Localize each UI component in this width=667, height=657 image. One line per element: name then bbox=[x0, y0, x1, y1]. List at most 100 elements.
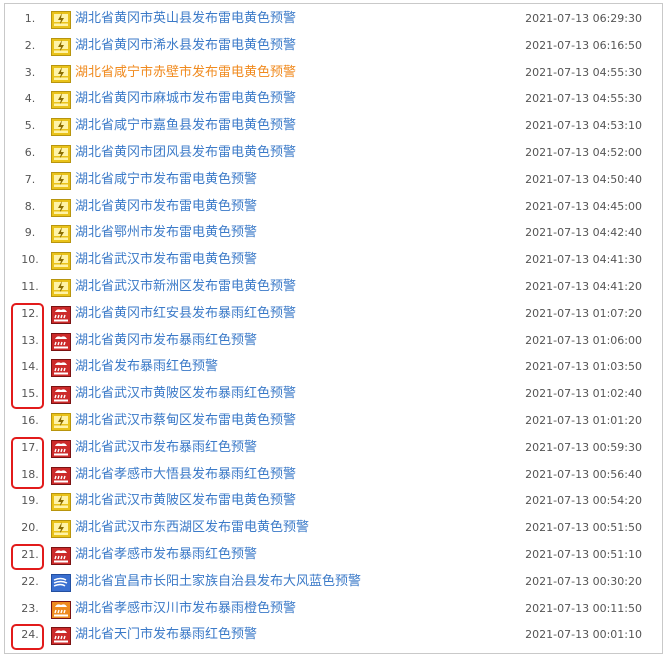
warning-timestamp: 2021-07-13 00:56:40 bbox=[525, 467, 642, 481]
lightning-yellow-icon[interactable] bbox=[51, 278, 71, 297]
warning-row: 23. 湖北省孝感市汉川市发布暴雨橙色预警 2021-07-13 00:11:50 bbox=[5, 597, 662, 624]
warning-title-link[interactable]: 湖北省武汉市蔡甸区发布雷电黄色预警 bbox=[75, 412, 297, 428]
row-number: 9. bbox=[24, 226, 36, 240]
rainstorm-red-icon[interactable] bbox=[51, 305, 71, 324]
warning-title-link[interactable]: 湖北省发布暴雨红色预警 bbox=[75, 359, 219, 375]
warning-title-link[interactable]: 湖北省孝感市发布暴雨红色预警 bbox=[75, 546, 258, 562]
lightning-yellow-icon[interactable] bbox=[51, 171, 71, 190]
row-number: 4. bbox=[24, 92, 36, 106]
warning-row: 24. 湖北省天门市发布暴雨红色预警 2021-07-13 00:01:10 bbox=[5, 623, 662, 650]
warning-title-link[interactable]: 湖北省孝感市汉川市发布暴雨橙色预警 bbox=[75, 600, 297, 616]
warning-title-link[interactable]: 湖北省鄂州市发布雷电黄色预警 bbox=[75, 225, 258, 241]
lightning-yellow-icon[interactable] bbox=[51, 11, 71, 29]
rainstorm-red-icon[interactable] bbox=[51, 466, 71, 485]
row-number: 16. bbox=[21, 413, 39, 427]
row-number: 8. bbox=[24, 199, 36, 213]
warning-title-link[interactable]: 湖北省武汉市黄陂区发布暴雨红色预警 bbox=[75, 386, 297, 402]
warning-title-link[interactable]: 湖北省宜昌市长阳土家族自治县发布大风蓝色预警 bbox=[75, 573, 362, 589]
row-number: 18. bbox=[21, 467, 39, 481]
warning-title-link[interactable]: 湖北省咸宁市发布雷电黄色预警 bbox=[75, 171, 258, 187]
row-number: 23. bbox=[21, 601, 39, 615]
warning-row: 4. 湖北省黄冈市麻城市发布雷电黄色预警 2021-07-13 04:55:30 bbox=[5, 87, 662, 114]
row-number: 6. bbox=[24, 145, 36, 159]
warning-timestamp: 2021-07-13 00:30:20 bbox=[525, 574, 642, 588]
lightning-yellow-icon[interactable] bbox=[51, 412, 71, 431]
row-number: 17. bbox=[21, 440, 39, 454]
warning-title-link[interactable]: 湖北省武汉市黄陂区发布雷电黄色预警 bbox=[75, 493, 297, 509]
rainstorm-red-icon[interactable] bbox=[51, 546, 71, 565]
warning-title-link[interactable]: 湖北省孝感市大悟县发布暴雨红色预警 bbox=[75, 466, 297, 482]
warning-title-link[interactable]: 湖北省黄冈市麻城市发布雷电黄色预警 bbox=[75, 91, 297, 107]
row-number: 2. bbox=[24, 38, 36, 52]
row-number: 13. bbox=[21, 333, 39, 347]
lightning-yellow-icon[interactable] bbox=[51, 144, 71, 163]
warning-timestamp: 2021-07-13 00:11:50 bbox=[525, 601, 642, 615]
lightning-yellow-icon[interactable] bbox=[51, 225, 71, 244]
row-number: 19. bbox=[21, 494, 39, 508]
gale-blue-icon[interactable] bbox=[51, 573, 71, 592]
rainstorm-red-icon[interactable] bbox=[51, 386, 71, 405]
warning-title-link[interactable]: 湖北省黄冈市红安县发布暴雨红色预警 bbox=[75, 305, 297, 321]
row-number: 12. bbox=[21, 306, 39, 320]
warning-title-link[interactable]: 湖北省武汉市发布暴雨红色预警 bbox=[75, 439, 258, 455]
warning-timestamp: 2021-07-13 00:01:10 bbox=[525, 628, 642, 642]
row-number: 1. bbox=[24, 12, 36, 25]
warning-row: 17. 湖北省武汉市发布暴雨红色预警 2021-07-13 00:59:30 bbox=[5, 436, 662, 463]
warning-timestamp: 2021-07-13 04:42:40 bbox=[525, 226, 642, 240]
highlight-box bbox=[11, 436, 44, 490]
warning-timestamp: 2021-07-13 01:03:50 bbox=[525, 360, 642, 374]
rainstorm-orange-icon[interactable] bbox=[51, 600, 71, 619]
lightning-yellow-icon[interactable] bbox=[51, 91, 71, 110]
rainstorm-red-icon[interactable] bbox=[51, 627, 71, 646]
lightning-yellow-icon[interactable] bbox=[51, 520, 71, 539]
warning-timestamp: 2021-07-13 04:55:30 bbox=[525, 92, 642, 106]
warning-row: 22. 湖北省宜昌市长阳土家族自治县发布大风蓝色预警 2021-07-13 00:3… bbox=[5, 570, 662, 597]
warning-title-link[interactable]: 湖北省黄冈市浠水县发布雷电黄色预警 bbox=[75, 37, 297, 53]
lightning-yellow-icon[interactable] bbox=[51, 252, 71, 271]
row-number: 15. bbox=[21, 387, 39, 401]
warning-timestamp: 2021-07-13 00:51:50 bbox=[525, 521, 642, 535]
warning-title-link[interactable]: 湖北省黄冈市英山县发布雷电黄色预警 bbox=[75, 11, 297, 26]
row-number: 24. bbox=[21, 628, 39, 642]
rainstorm-red-icon[interactable] bbox=[51, 332, 71, 351]
lightning-yellow-icon[interactable] bbox=[51, 37, 71, 56]
row-number: 22. bbox=[21, 574, 39, 588]
warning-row: 9. 湖北省鄂州市发布雷电黄色预警 2021-07-13 04:42:40 bbox=[5, 221, 662, 248]
warning-timestamp: 2021-07-13 00:59:30 bbox=[525, 440, 642, 454]
warning-title-link[interactable]: 湖北省天门市发布暴雨红色预警 bbox=[75, 627, 258, 643]
lightning-yellow-icon[interactable] bbox=[51, 493, 71, 512]
warning-title-link[interactable]: 湖北省咸宁市嘉鱼县发布雷电黄色预警 bbox=[75, 118, 297, 134]
warning-timestamp: 2021-07-13 04:52:00 bbox=[525, 145, 642, 159]
row-number: 7. bbox=[24, 172, 36, 186]
warning-title-link[interactable]: 湖北省咸宁市赤壁市发布雷电黄色预警 bbox=[75, 64, 297, 80]
warning-timestamp: 2021-07-13 01:07:20 bbox=[525, 306, 642, 320]
warning-title-link[interactable]: 湖北省武汉市发布雷电黄色预警 bbox=[75, 252, 258, 268]
warning-title-link[interactable]: 湖北省黄冈市发布暴雨红色预警 bbox=[75, 332, 258, 348]
warning-title-link[interactable]: 湖北省黄冈市团风县发布雷电黄色预警 bbox=[75, 144, 297, 160]
warning-timestamp: 2021-07-13 04:45:00 bbox=[525, 199, 642, 213]
lightning-yellow-icon[interactable] bbox=[51, 118, 71, 137]
warning-row: 12. 湖北省黄冈市红安县发布暴雨红色预警 2021-07-13 01:07:20 bbox=[5, 302, 662, 329]
warning-title-link[interactable]: 湖北省武汉市新洲区发布雷电黄色预警 bbox=[75, 278, 297, 294]
warning-title-link[interactable]: 湖北省武汉市东西湖区发布雷电黄色预警 bbox=[75, 520, 310, 536]
lightning-yellow-icon[interactable] bbox=[51, 64, 71, 83]
rainstorm-red-icon[interactable] bbox=[51, 439, 71, 458]
highlight-box bbox=[11, 624, 44, 651]
warning-title-link[interactable]: 湖北省黄冈市发布雷电黄色预警 bbox=[75, 198, 258, 214]
row-number: 11. bbox=[21, 279, 39, 293]
row-number: 10. bbox=[21, 253, 39, 267]
row-number: 21. bbox=[21, 547, 39, 561]
rainstorm-red-icon[interactable] bbox=[51, 359, 71, 378]
lightning-yellow-icon[interactable] bbox=[51, 198, 71, 217]
